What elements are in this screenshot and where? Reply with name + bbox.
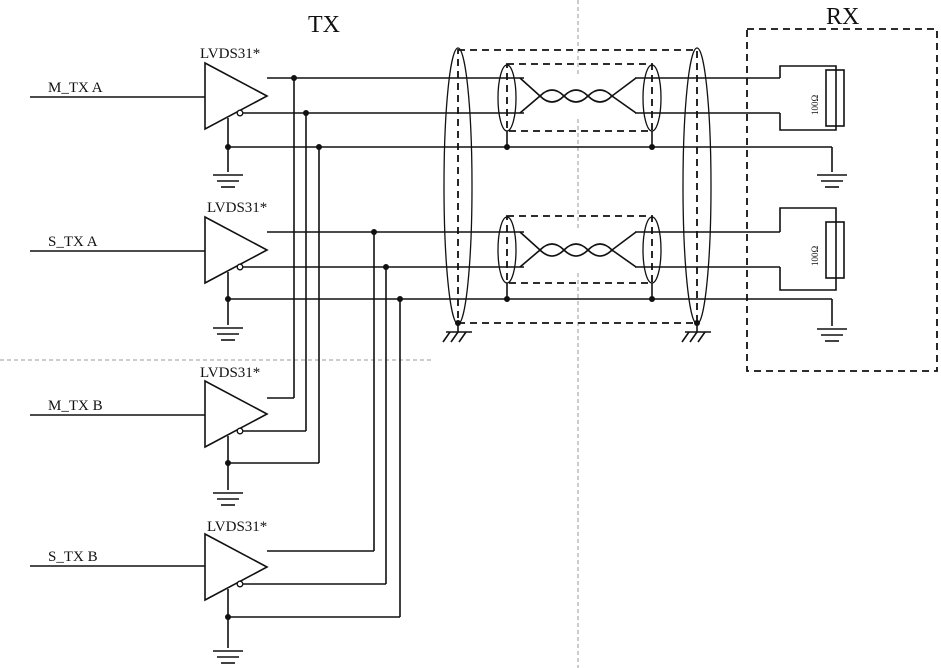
driver-s-tx-b: S_TX B LVDS31*	[30, 519, 269, 664]
chassis-ground-icon	[442, 323, 472, 343]
resistor-icon	[825, 69, 845, 127]
buffer-triangle-icon	[204, 532, 269, 602]
ground-icon	[817, 328, 847, 342]
ground-icon	[213, 174, 243, 188]
buffer-triangle-icon	[204, 215, 269, 285]
ground-icon	[213, 492, 243, 506]
driver-m-tx-a: M_TX A LVDS31*	[30, 46, 269, 188]
twisted-pair-2	[519, 228, 637, 270]
cable-assembly	[442, 47, 712, 343]
ground-icon	[817, 174, 847, 188]
driver-s-tx-a: S_TX A LVDS31*	[30, 200, 269, 341]
driver-part-label: LVDS31*	[207, 200, 267, 216]
junction-dots	[225, 75, 700, 620]
buffer-triangle-icon	[204, 379, 269, 449]
output-bubbles	[236, 109, 244, 588]
driver-part-label: LVDS31*	[207, 519, 267, 535]
driver-input-label: M_TX B	[48, 398, 103, 414]
driver-m-tx-b: M_TX B LVDS31*	[30, 365, 269, 506]
driver-part-label: LVDS31*	[200, 365, 260, 381]
driver-input-label: S_TX A	[48, 234, 98, 250]
ground-icon	[213, 650, 243, 664]
tx-header: TX	[308, 12, 340, 38]
rx-enclosure	[746, 28, 938, 372]
rx-termination-2: 100Ω	[779, 207, 847, 342]
pair-2-wiring	[228, 231, 832, 618]
driver-part-label: LVDS31*	[200, 46, 260, 62]
buffer-triangle-icon	[204, 61, 269, 131]
chassis-ground-icon	[681, 323, 711, 343]
resistor-value: 100Ω	[810, 95, 820, 116]
ground-icon	[213, 327, 243, 341]
rx-termination-1: 100Ω	[779, 65, 847, 188]
twisted-pair-1	[519, 74, 637, 116]
driver-input-label: S_TX B	[48, 549, 98, 565]
resistor-icon	[825, 221, 845, 279]
pair-1-wiring	[228, 77, 832, 464]
rx-header: RX	[826, 4, 859, 30]
resistor-value: 100Ω	[810, 246, 820, 267]
driver-input-label: M_TX A	[48, 80, 103, 96]
